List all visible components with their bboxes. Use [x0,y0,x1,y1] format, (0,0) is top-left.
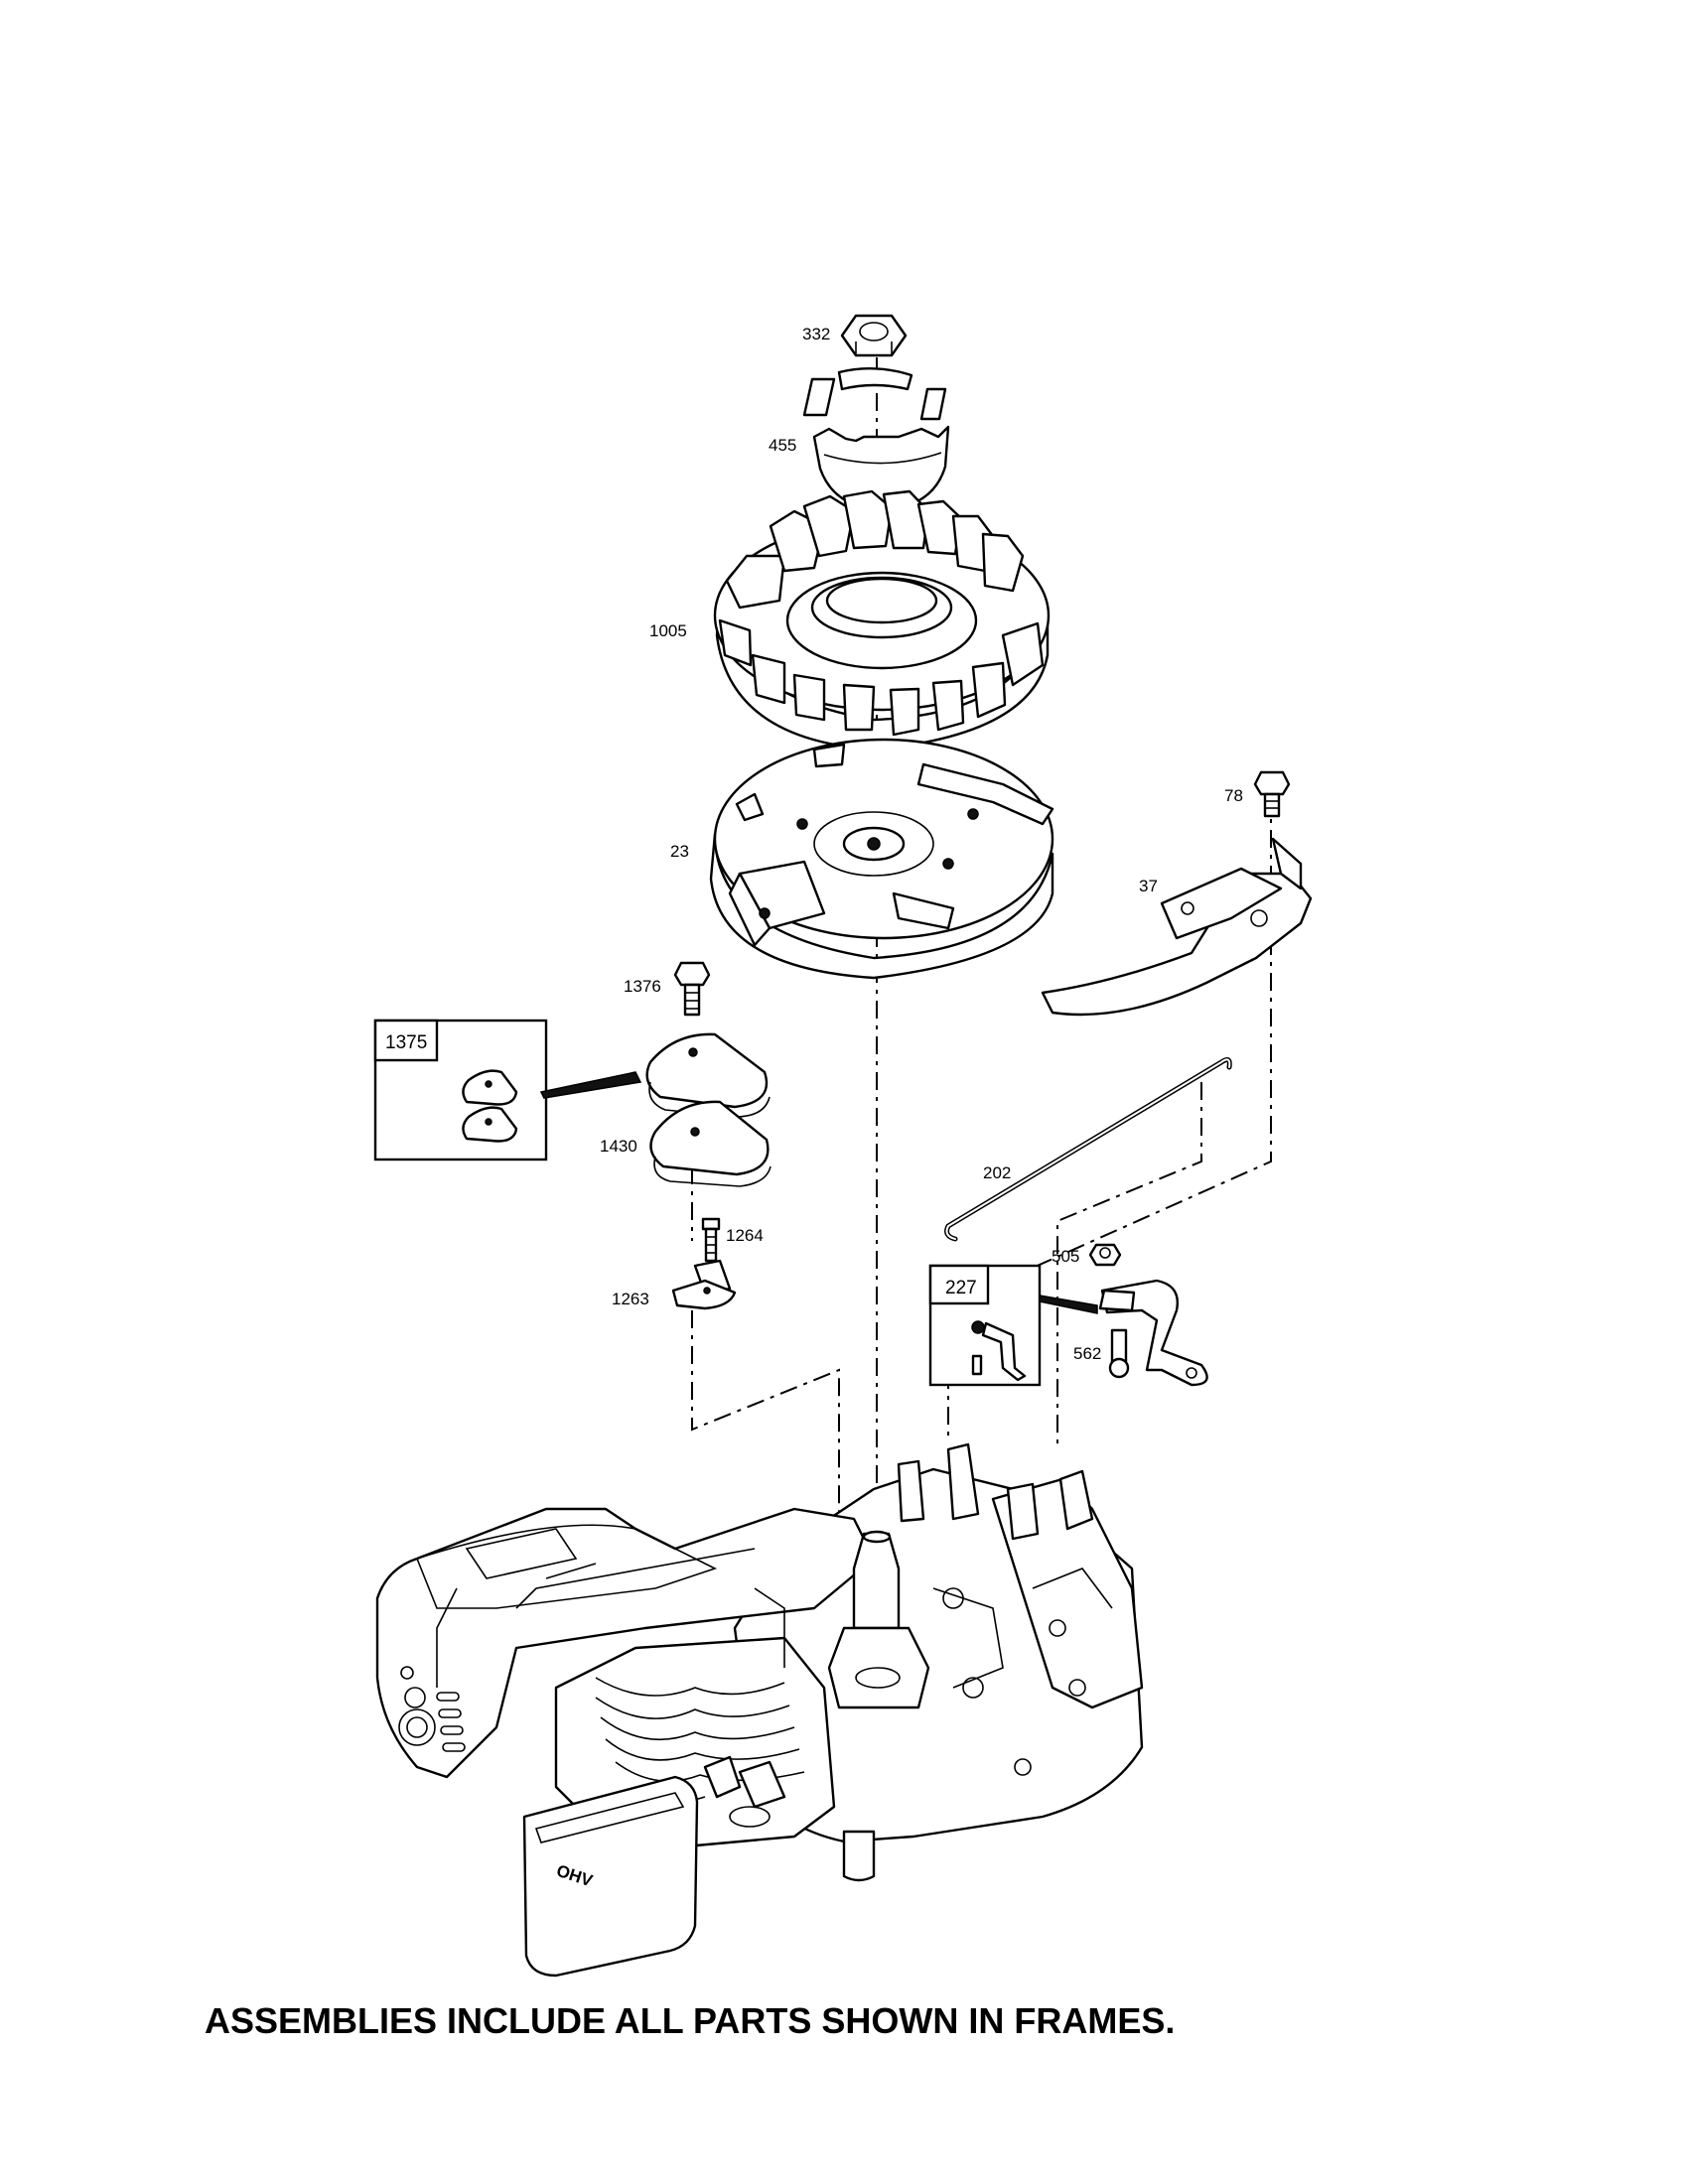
label-332: 332 [802,325,830,343]
label-227: 227 [945,1278,977,1298]
label-1430: 1430 [600,1137,637,1156]
part-455-starter-cup[interactable] [802,366,950,512]
label-1005: 1005 [649,621,687,640]
part-562-bolt[interactable] [1108,1328,1130,1379]
footer-note: ASSEMBLIES INCLUDE ALL PARTS SHOWN IN FR… [205,2000,1176,2041]
part-505-nut[interactable] [1088,1243,1122,1267]
part-332-nut[interactable] [840,314,908,357]
label-1375: 1375 [385,1032,427,1053]
part-1005-flywheel-fan[interactable] [713,489,1051,751]
part-1263-plate[interactable] [671,1259,737,1310]
part-23-flywheel[interactable] [709,738,1054,980]
label-1376: 1376 [624,977,661,996]
label-1263: 1263 [612,1290,649,1308]
part-labels: 332 455 1005 23 78 37 1376 1375 1430 126… [385,325,1243,1363]
part-1264-screw[interactable] [701,1217,721,1263]
part-78-screw[interactable] [1253,770,1291,818]
label-455: 455 [769,436,796,455]
label-1264: 1264 [726,1226,764,1245]
label-505: 505 [1052,1247,1079,1266]
part-202-link-rod[interactable] [944,1056,1232,1242]
label-562: 562 [1073,1344,1101,1363]
part-1430-gasket[interactable] [649,1100,772,1187]
label-78: 78 [1224,786,1243,805]
part-37-brake-arm[interactable] [1041,837,1313,1017]
frame-1375-assembly[interactable] [373,1019,642,1161]
part-1376-screw[interactable] [673,961,711,1017]
engine-block [375,1442,1144,1978]
label-23: 23 [670,842,689,861]
fan-blades [718,489,1045,737]
label-202: 202 [983,1163,1011,1182]
frame-227-assembly[interactable] [928,1264,1098,1387]
part-1375-plate[interactable] [645,1032,771,1118]
label-37: 37 [1139,877,1158,895]
shroud-vents [398,1666,466,1752]
part-227-governor-arm[interactable] [1098,1279,1208,1387]
